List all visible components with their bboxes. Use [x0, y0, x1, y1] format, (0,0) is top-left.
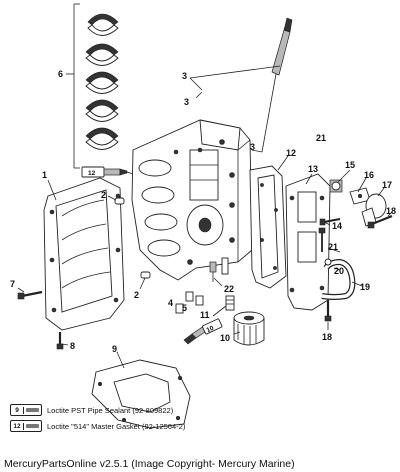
- callout-16: 16: [364, 170, 374, 180]
- tube-tag-10: 10: [206, 325, 216, 335]
- tube-icon: 12: [10, 420, 42, 432]
- callout-9: 9: [112, 344, 117, 354]
- bearing-3: [85, 71, 119, 94]
- pin-2-upper: [114, 197, 125, 205]
- hose: [321, 258, 356, 300]
- pin-2-lower: [140, 271, 151, 279]
- oil-filter: [233, 311, 265, 346]
- fitting-11: [225, 295, 235, 311]
- thermostat-group: [329, 179, 387, 227]
- callout-19: 19: [360, 282, 370, 292]
- callout-18: 18: [386, 206, 396, 216]
- legend-code: 12: [11, 422, 24, 430]
- callout-4: 4: [168, 298, 173, 308]
- legend-row-pipe-sealant: 9 Loctite PST Pipe Sealant (92-809822): [10, 404, 173, 416]
- inline-tags: 12 10: [88, 170, 215, 334]
- callout-21: 21: [316, 133, 326, 143]
- callout-22: 22: [224, 284, 234, 294]
- callout-3c: 3: [250, 142, 255, 152]
- callout-labels: 1 2 2 3 3 3 4 5 6 7 8 9 10 11 12 13 14 1…: [10, 69, 396, 354]
- callout-10: 10: [220, 333, 230, 343]
- bearing-2: [85, 43, 119, 66]
- callout-6: 6: [58, 69, 63, 79]
- callout-18b: 18: [322, 332, 332, 342]
- callout-11: 11: [200, 310, 210, 320]
- bolt-18-right: [367, 214, 393, 229]
- bearing-1: [87, 13, 119, 36]
- cylinder-block: [131, 119, 253, 281]
- bolt-7: [17, 290, 43, 300]
- gasket: [249, 165, 287, 289]
- tube-tag-12: 12: [88, 170, 96, 177]
- bolt-14: [319, 218, 341, 226]
- callout-14: 14: [332, 221, 342, 231]
- bearing-4: [85, 99, 119, 122]
- bolt-18-lower: [324, 300, 332, 322]
- bearing-5: [85, 127, 119, 150]
- manifold-cover: [285, 173, 331, 311]
- callout-1: 1: [42, 170, 47, 180]
- screw-21: [318, 227, 326, 252]
- callout-21b: 21: [328, 242, 338, 252]
- callout-7: 7: [10, 279, 15, 289]
- legend-text: Loctite PST Pipe Sealant (92-809822): [47, 405, 174, 415]
- callout-2b: 2: [134, 290, 139, 300]
- copyright-footer: MercuryPartsOnline v2.5.1 (Image Copyrig…: [4, 458, 295, 470]
- bottom-plate: [91, 359, 191, 429]
- bearing-stack: [73, 3, 119, 169]
- sealant-tube-lower: [183, 318, 223, 345]
- dowel-4: [185, 291, 194, 302]
- tube-icon: 9: [10, 404, 42, 416]
- dowel-5: [175, 295, 204, 314]
- callout-15: 15: [345, 160, 355, 170]
- legend-text: Loctite "514" Master Gasket (92-12564-2): [47, 421, 186, 431]
- callout-13: 13: [308, 164, 318, 174]
- legend-code: 9: [11, 406, 24, 414]
- callout-8: 8: [70, 341, 75, 351]
- cylinder-head-cover: [43, 177, 125, 331]
- callout-12: 12: [286, 148, 296, 158]
- callout-20: 20: [334, 266, 344, 276]
- callout-17: 17: [382, 180, 392, 190]
- legend-row-master-gasket: 12 Loctite "514" Master Gasket (92-12564…: [10, 420, 185, 432]
- sealant-tube-top: [261, 17, 293, 153]
- bolt-8: [56, 332, 64, 350]
- callout-2: 2: [101, 190, 106, 200]
- callout-3b: 3: [184, 97, 189, 107]
- leader-lines: [17, 65, 393, 369]
- callout-5: 5: [182, 303, 187, 313]
- sensor-22: [209, 261, 217, 282]
- callout-3: 3: [182, 71, 187, 81]
